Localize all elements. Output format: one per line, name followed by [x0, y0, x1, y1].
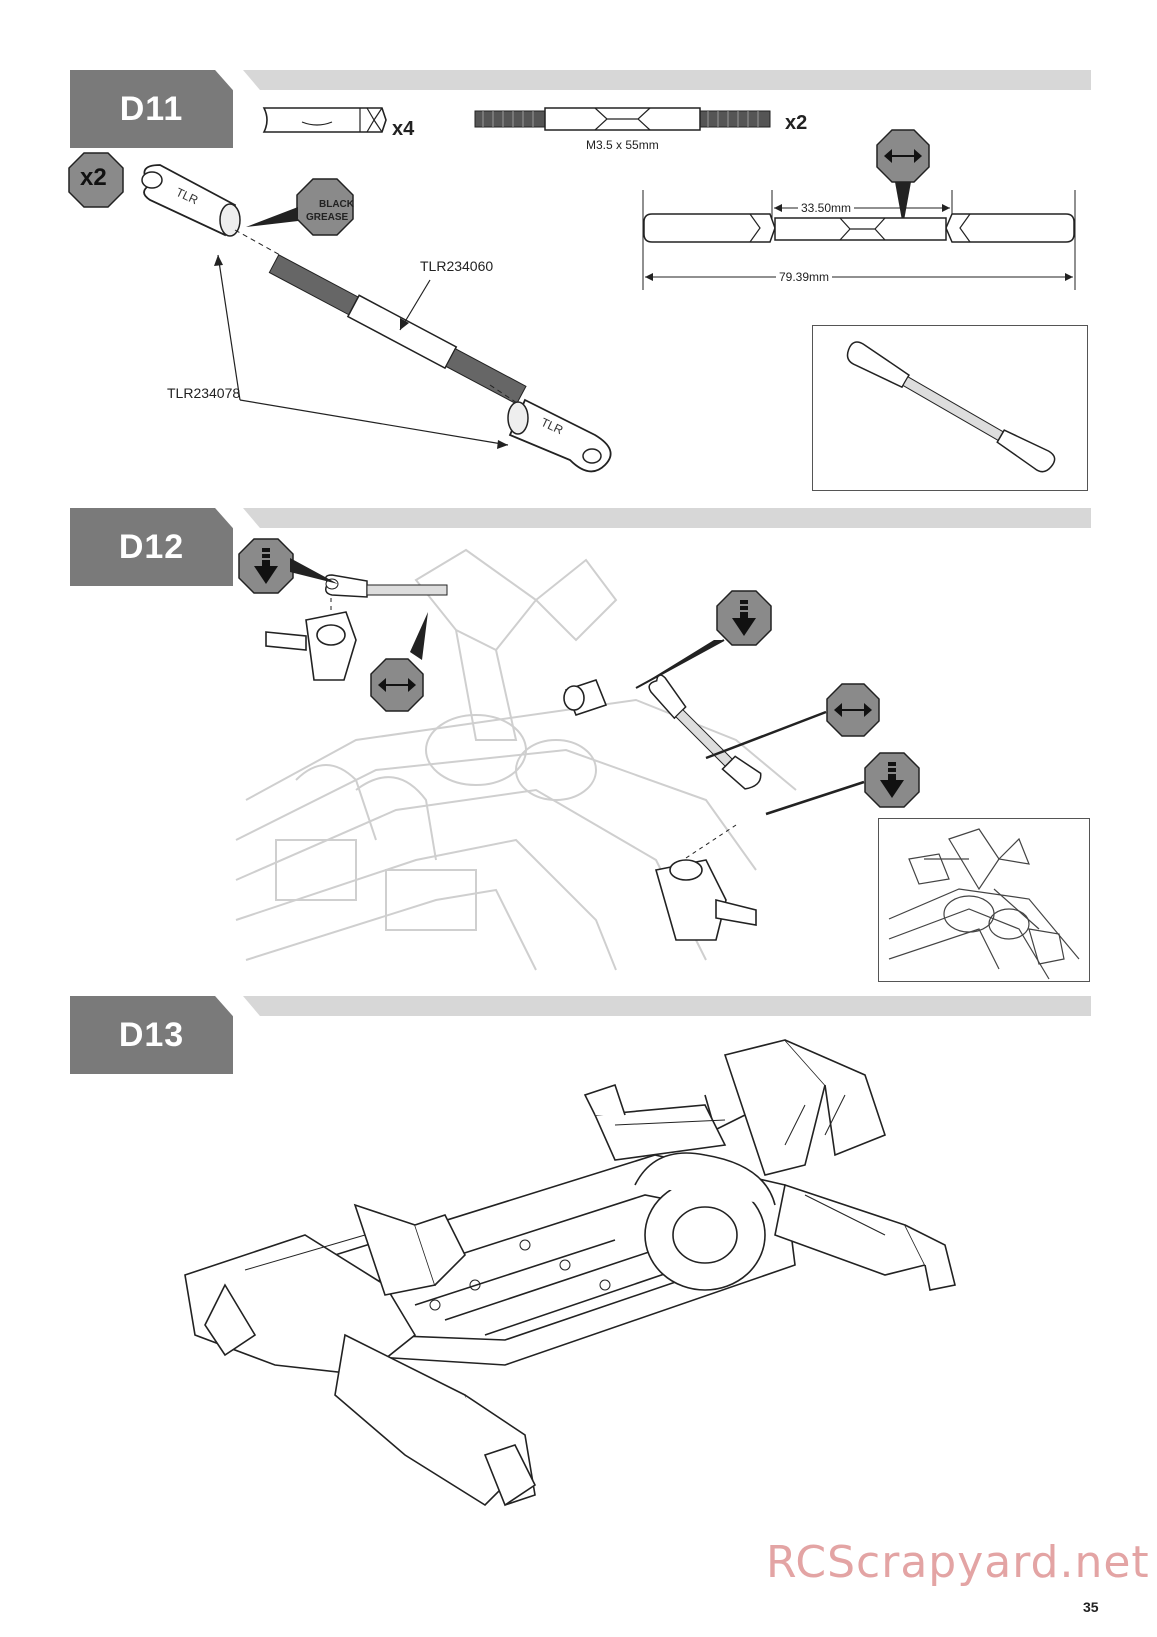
press-down-pointer-right-bottom — [765, 780, 865, 816]
watermark: RCScrapyard.net — [766, 1537, 1150, 1588]
black-grease-icon — [296, 178, 354, 236]
turnbuckle-part-icon — [474, 107, 771, 131]
step-label-d12: D12 — [70, 508, 233, 586]
press-down-icon-right-top — [716, 590, 772, 646]
rod-end-quantity: x4 — [392, 118, 415, 140]
grease-label-line2: GREASE — [306, 212, 349, 223]
turnbuckle-part-number: TLR234060 — [420, 258, 494, 274]
rod-end-part-number: TLR234078 — [167, 385, 241, 401]
assembled-turnbuckle-inset — [812, 325, 1088, 491]
adjust-pointer-right — [705, 710, 827, 760]
step-header-bar-d11 — [243, 70, 1091, 90]
inner-dimension-label: 33.50mm — [798, 201, 855, 215]
adjust-pointer-left — [410, 612, 428, 660]
grease-pointer — [246, 207, 298, 227]
outer-dimension-label: 79.39mm — [776, 270, 833, 284]
multiplier-icon — [68, 152, 124, 208]
turnbuckle-size-label: M3.5 x 55mm — [586, 138, 659, 152]
multiplier-label: x2 — [80, 164, 107, 191]
adjust-length-icon — [876, 129, 930, 183]
d12-left-turnbuckle — [325, 574, 448, 598]
rod-end-part-icon — [262, 107, 387, 133]
step-header-bar-d13 — [243, 996, 1091, 1016]
turnbuckle-dimension-diagram — [642, 190, 1076, 290]
press-down-pointer-left — [290, 558, 338, 584]
d12-rear-chassis-drawing — [235, 548, 797, 971]
d13-complete-chassis-drawing — [184, 1039, 956, 1507]
step-label-d11: D11 — [70, 70, 233, 148]
adjust-pointer — [895, 182, 911, 226]
page-number: 35 — [1083, 1599, 1099, 1615]
step-header-bar-d12 — [243, 508, 1091, 528]
grease-label-line1: BLACK — [319, 199, 354, 210]
adjust-length-icon-right — [826, 683, 880, 737]
step-label-d13: D13 — [70, 996, 233, 1074]
press-down-pointer-right-top — [635, 639, 725, 689]
d12-completed-inset — [878, 818, 1090, 982]
turnbuckle-quantity: x2 — [785, 112, 808, 134]
assembled-turnbuckle-drawing — [846, 341, 1056, 473]
d11-exploded-assembly: TLR TLR — [141, 164, 612, 473]
d12-inset-drawing — [888, 828, 1080, 980]
adjust-length-icon-left — [370, 658, 424, 712]
press-down-icon-right-bottom — [864, 752, 920, 808]
press-down-icon — [238, 538, 294, 594]
